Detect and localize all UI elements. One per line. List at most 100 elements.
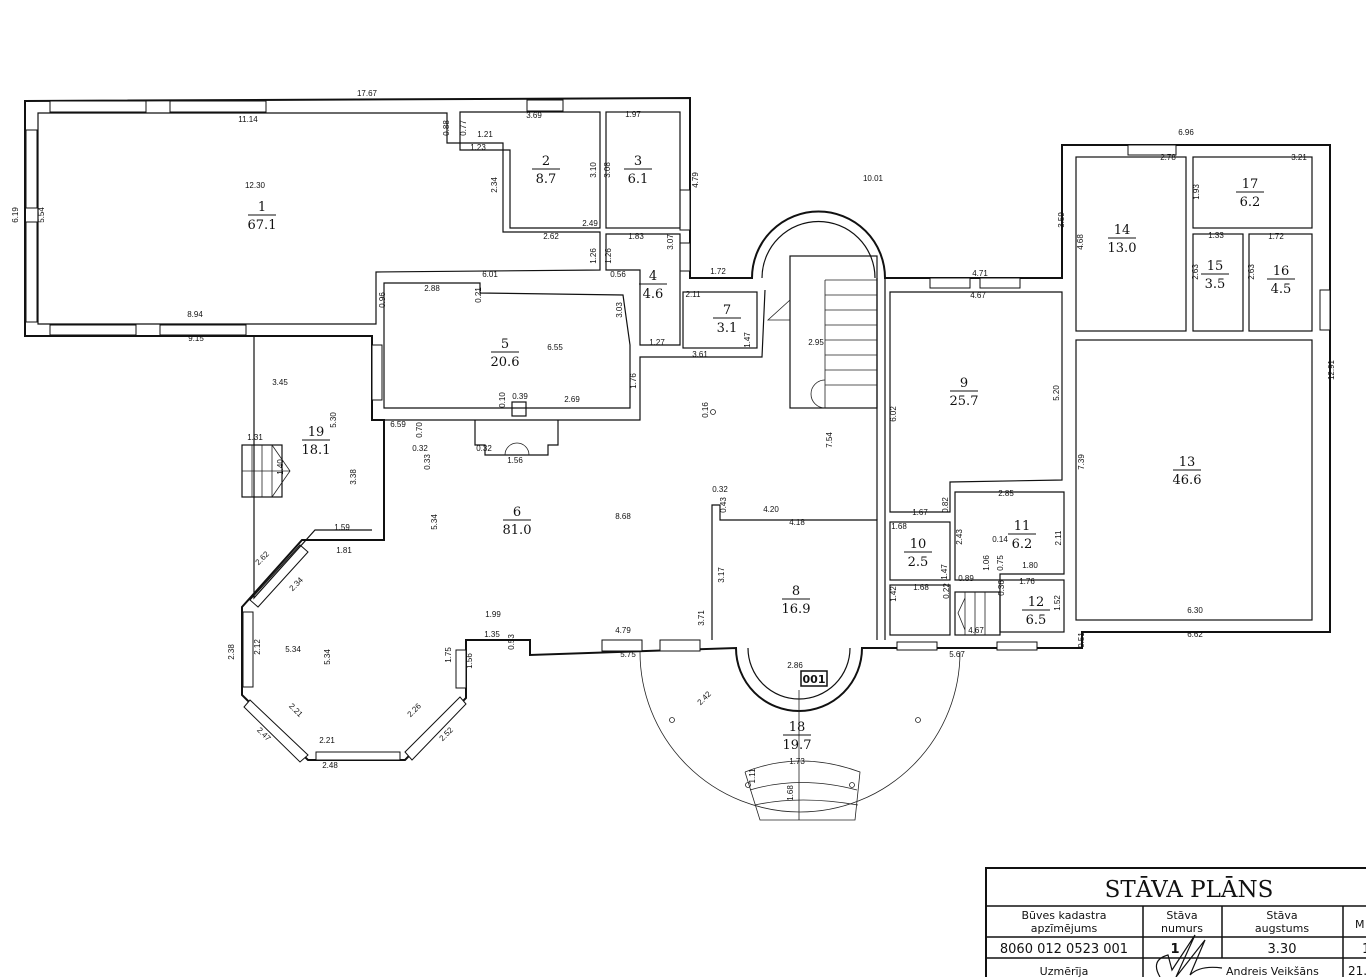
dimension-label: 5.30 — [329, 412, 338, 428]
dimension-label: 3.10 — [589, 162, 598, 178]
dimension-label: 0.32 — [712, 485, 728, 494]
room-label-1: 167.1 — [248, 200, 277, 233]
room-number: 6 — [513, 505, 521, 520]
dimension-label: 5.75 — [620, 650, 636, 659]
dimension-label: 4.71 — [972, 269, 988, 278]
cadastre-header-1: Būves kadastra — [1022, 909, 1107, 922]
room-label-3: 36.1 — [624, 154, 652, 187]
dimension-label: 1.56 — [507, 456, 523, 465]
dimension-label: 0.22 — [942, 583, 951, 599]
dimension-label: 2.63 — [1247, 264, 1256, 280]
room-number: 10 — [910, 537, 927, 552]
dimension-label: 2.86 — [787, 661, 803, 670]
room-labels: 167.128.736.144.6520.6681.073.1816.9925.… — [248, 154, 1295, 753]
dimension-label: 6.55 — [547, 343, 563, 352]
dimension-label: 2.48 — [322, 761, 338, 770]
dimension-label: 2.43 — [955, 529, 964, 545]
dimension-label: 3.45 — [272, 378, 288, 387]
interior-walls — [253, 111, 1313, 640]
dimension-label: 1.81 — [336, 546, 352, 555]
dimension-label: 5.20 — [1052, 385, 1061, 401]
scale-header: M — [1355, 918, 1365, 931]
room-label-15: 153.5 — [1201, 259, 1229, 292]
room-number: 1 — [258, 200, 266, 215]
room-number: 7 — [723, 303, 731, 318]
room-number: 9 — [960, 376, 968, 391]
room-number: 2 — [542, 154, 550, 169]
dimension-label: 1.99 — [485, 610, 501, 619]
dimension-label: 1.93 — [1192, 184, 1201, 200]
dimension-label: 1.21 — [477, 130, 493, 139]
dimension-label: 1.68 — [891, 522, 907, 531]
dimension-label: 4.68 — [1076, 234, 1085, 250]
room-area: 8.7 — [536, 172, 557, 187]
dimension-label: 0.32 — [412, 444, 428, 453]
dimension-label: 5.34 — [285, 645, 301, 654]
signature — [1155, 934, 1223, 977]
dimension-label: 1.23 — [470, 143, 486, 152]
dimension-label: 2.69 — [564, 395, 580, 404]
dimension-label: 1.56 — [465, 653, 474, 669]
dimension-label: 1.52 — [1053, 595, 1062, 611]
room-label-7: 73.1 — [713, 303, 741, 336]
dimension-label: 3.07 — [666, 234, 675, 250]
room-area: 18.1 — [302, 443, 331, 458]
room-area: 46.6 — [1173, 473, 1202, 488]
dimension-label: 1.11 — [748, 768, 757, 784]
dimension-label: 3.59 — [1057, 212, 1066, 228]
dimension-label: 2.21 — [287, 702, 305, 720]
cadastre-number: 8060 012 0523 001 — [1000, 942, 1128, 957]
dimension-label: 1.47 — [940, 564, 949, 580]
dimension-label: 8.94 — [187, 310, 203, 319]
dimension-label: 1.80 — [1022, 561, 1038, 570]
room-number: 13 — [1179, 455, 1196, 470]
room-number: 5 — [501, 337, 509, 352]
room-area: 13.0 — [1108, 241, 1137, 256]
dimension-label: 1.68 — [786, 785, 795, 801]
room-label-19: 19 18.1 — [302, 425, 331, 458]
room-label-11: 116.2 — [1008, 519, 1036, 552]
dimension-label: 2.11 — [1054, 530, 1063, 546]
exterior-walls — [24, 96, 1331, 761]
dimension-label: 2.34 — [288, 575, 306, 593]
room-label-9: 925.7 — [950, 376, 979, 409]
room-area: 20.6 — [491, 355, 520, 370]
staircase-main — [766, 255, 878, 409]
dimension-label: 2.38 — [227, 644, 236, 660]
dimension-label: 1.72 — [710, 267, 726, 276]
dimension-label: 3.71 — [697, 610, 706, 626]
room-label-5: 520.6 — [491, 337, 520, 370]
room-label-6: 681.0 — [503, 505, 532, 538]
room-label-16: 164.5 — [1267, 264, 1295, 297]
floor-number-header-1: Stāva — [1166, 909, 1197, 922]
room-number: 19 — [308, 425, 325, 440]
dimension-label: 2.49 — [582, 219, 598, 228]
room-area: 6.2 — [1240, 195, 1261, 210]
dimension-label: 5.34 — [323, 649, 332, 665]
dimension-label: 0.82 — [941, 497, 950, 513]
title-block: STĀVA PLĀNS Būves kadastra apzīmējums St… — [985, 867, 1366, 977]
dimension-label: 1.72 — [1268, 232, 1284, 241]
room-label-12: 126.5 — [1022, 595, 1050, 628]
room-number: 11 — [1014, 519, 1031, 534]
dimension-label: 0.36 — [997, 580, 1006, 596]
room-area: 25.7 — [950, 394, 979, 409]
floor-height: 3.30 — [1268, 942, 1297, 957]
dimension-label: 1.42 — [889, 586, 898, 602]
floor-number-header-2: numurs — [1161, 922, 1203, 935]
room-area: 2.5 — [908, 555, 929, 570]
dimension-label: 17.67 — [357, 89, 378, 98]
dimension-label: 0.70 — [415, 422, 424, 438]
terrace — [639, 409, 961, 821]
dimension-label: 2.85 — [998, 489, 1014, 498]
dimension-label: 6.96 — [1178, 128, 1194, 137]
dimension-label: 6.01 — [482, 270, 498, 279]
dimension-label: 0.51 — [1077, 632, 1086, 648]
building-tag-box — [800, 670, 828, 687]
room-label-4: 44.6 — [639, 269, 667, 302]
dimension-label: 0.33 — [423, 454, 432, 470]
room-label-13: 13 46.6 — [1173, 455, 1202, 488]
floor-height-header-2: augstums — [1255, 922, 1309, 935]
dimension-label: 1.59 — [334, 523, 350, 532]
